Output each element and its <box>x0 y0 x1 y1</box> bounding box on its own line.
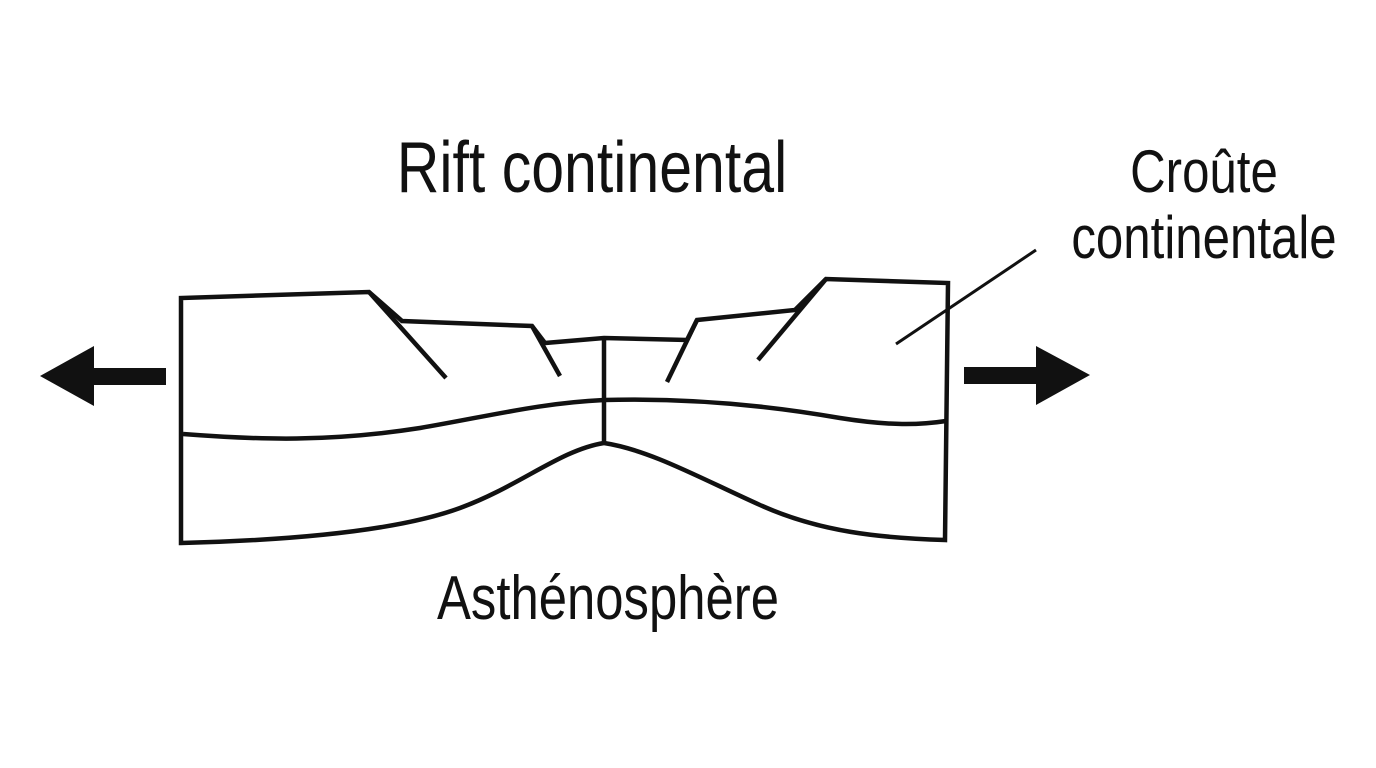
fault-right-outer <box>756 277 828 362</box>
crust-label-line2: continentale <box>1071 203 1336 271</box>
fault-left-outer <box>367 290 448 380</box>
arrow-right-icon <box>964 346 1090 405</box>
fault-right-inner <box>664 319 700 383</box>
crust-label-line1: Croûte <box>1130 137 1278 205</box>
arrow-left-icon <box>40 346 166 406</box>
asthenosphere-label: Asthénosphère <box>437 564 779 633</box>
fault-left-inner <box>530 324 562 378</box>
crust-block <box>178 276 951 546</box>
diagram-title: Rift continental <box>397 126 787 207</box>
crust-block-outline <box>178 276 951 546</box>
moho-boundary-line <box>182 397 947 441</box>
crust-leader-line <box>895 248 1037 346</box>
